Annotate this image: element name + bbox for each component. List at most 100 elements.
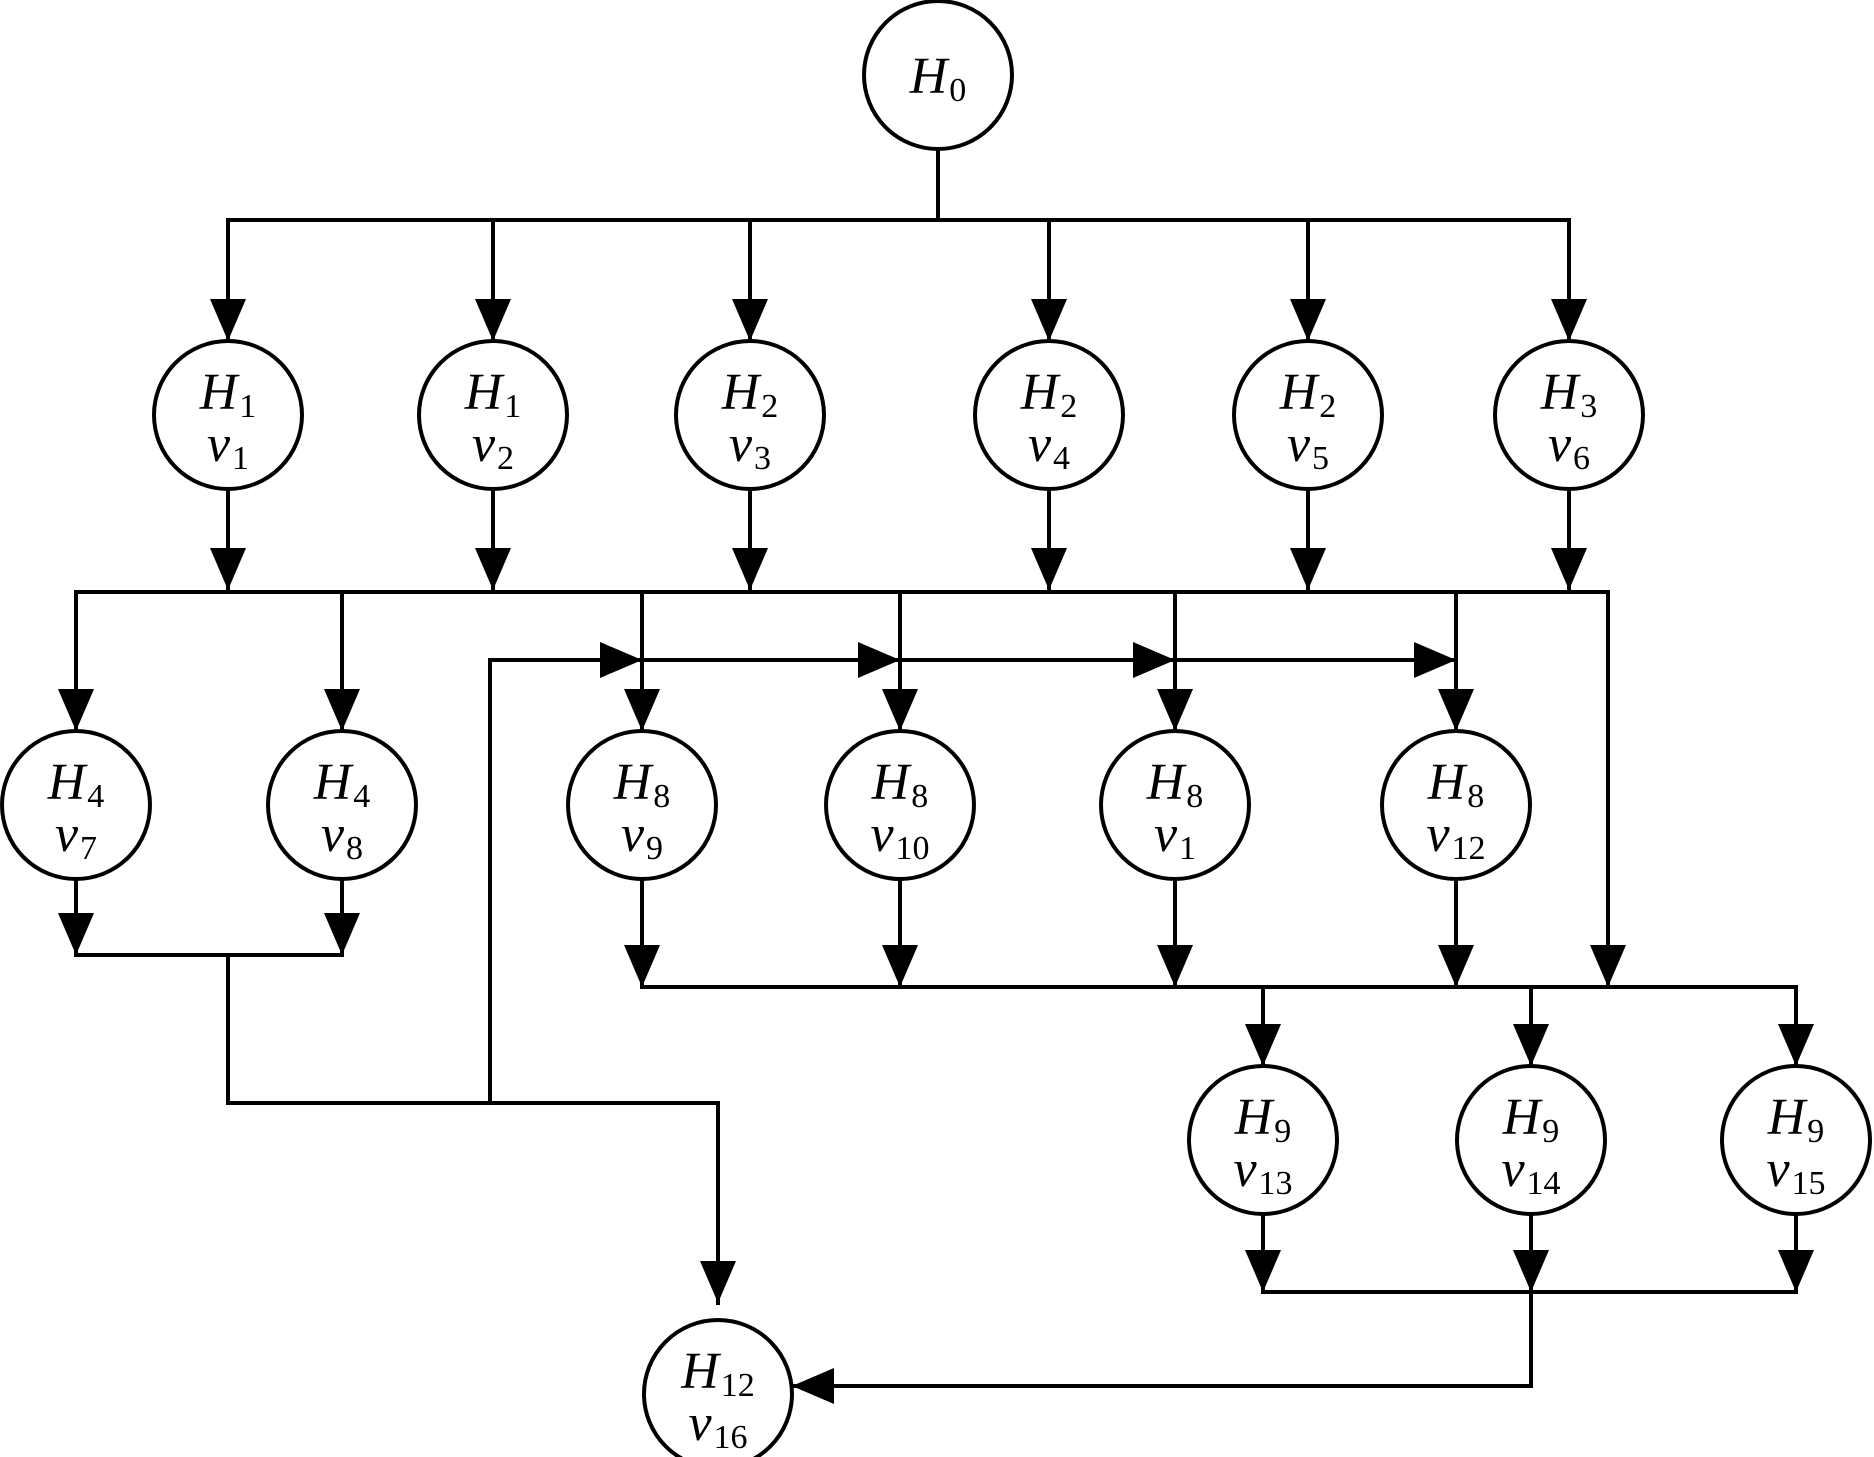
node-symbol: H <box>680 1343 721 1400</box>
node-label-bottom: v10 <box>870 806 929 867</box>
arrowhead-to-n7 <box>58 689 94 731</box>
node-label-top: H3 <box>1540 364 1598 425</box>
node-symbol: H <box>871 754 912 811</box>
arrowhead-from-n10 <box>882 945 918 987</box>
node-subscript: 12 <box>1452 830 1486 867</box>
node-label-top: H1 <box>199 364 257 425</box>
node-subscript: 13 <box>1259 1165 1293 1202</box>
node-symbol: v <box>870 806 894 863</box>
node-subscript: 4 <box>353 778 370 815</box>
arrowhead-to-n11 <box>1157 689 1193 731</box>
node-symbol: H <box>909 48 950 105</box>
h9-to-n16 <box>790 1290 1533 1388</box>
node-symbol: H <box>47 754 88 811</box>
arrowhead-from-n15 <box>1778 1250 1814 1292</box>
node-subscript: 2 <box>1060 388 1077 425</box>
arrowhead-to-n6 <box>1551 299 1587 341</box>
node-symbol: v <box>55 806 79 863</box>
node-subscript: 16 <box>714 1419 748 1456</box>
node-symbol: H <box>1020 364 1061 421</box>
arrowhead-to-n5 <box>1290 299 1326 341</box>
arrowhead-from-n13 <box>1245 1250 1281 1292</box>
node-symbol: H <box>721 364 762 421</box>
node-subscript: 10 <box>896 830 930 867</box>
node-symbol: H <box>313 754 354 811</box>
node-label-top: H2 <box>1279 364 1337 425</box>
node-subscript: 1 <box>232 440 249 477</box>
left-to-n16 <box>226 953 720 1305</box>
node-label-top: H1 <box>464 364 522 425</box>
node-label-bottom: v5 <box>1287 416 1329 477</box>
node-symbol: H <box>1146 754 1187 811</box>
node-symbol: H <box>199 364 240 421</box>
node-label-bottom: v6 <box>1548 416 1590 477</box>
arrowhead-to-n15 <box>1778 1024 1814 1066</box>
arrowhead-from-n12 <box>1438 945 1474 987</box>
node-symbol: v <box>621 806 645 863</box>
node-label-bottom: v13 <box>1233 1141 1292 1202</box>
node-subscript: 9 <box>1542 1113 1559 1150</box>
arrowhead-from-n2 <box>475 548 511 590</box>
arrowhead-to-n14 <box>1513 1024 1549 1066</box>
node-symbol: v <box>1233 1141 1257 1198</box>
arrowhead-to-n3 <box>732 299 768 341</box>
node-label-bottom: v9 <box>621 806 663 867</box>
node-subscript: 12 <box>721 1367 755 1404</box>
node-label-bottom: v15 <box>1766 1141 1825 1202</box>
feedback-chain <box>488 658 1458 1105</box>
arrowhead-to-n8 <box>324 689 360 731</box>
arrowhead-from-n6 <box>1551 548 1587 590</box>
node-subscript: 4 <box>87 778 104 815</box>
node-symbol: v <box>1287 416 1311 473</box>
node-label-top: H0 <box>909 48 967 109</box>
node-label-top: H9 <box>1767 1089 1825 1150</box>
node-subscript: 5 <box>1312 440 1329 477</box>
node-label-top: H8 <box>613 754 671 815</box>
node-symbol: v <box>321 806 345 863</box>
node-symbol: v <box>1028 416 1052 473</box>
node-label-bottom: v16 <box>688 1395 747 1456</box>
node-subscript: 3 <box>1580 388 1597 425</box>
node-subscript: 1 <box>239 388 256 425</box>
node-symbol: v <box>472 416 496 473</box>
node-label-top: H4 <box>313 754 371 815</box>
node-n0: H0 <box>862 0 1014 151</box>
node-label-bottom: v8 <box>321 806 363 867</box>
arrowhead-from-n1 <box>210 548 246 590</box>
node-circle <box>862 0 1014 151</box>
arrowhead-from-n8 <box>324 913 360 955</box>
node-circle <box>642 1318 794 1457</box>
arrowhead-from-n7 <box>58 913 94 955</box>
node-subscript: 8 <box>1467 778 1484 815</box>
node-subscript: 4 <box>1053 440 1070 477</box>
node-label-top: H8 <box>1146 754 1204 815</box>
node-subscript: 8 <box>1186 778 1203 815</box>
node-label-bottom: v14 <box>1501 1141 1560 1202</box>
node-label-bottom: v4 <box>1028 416 1070 477</box>
arrowhead-to-n16-side <box>792 1368 834 1404</box>
node-symbol: H <box>1427 754 1468 811</box>
arrowhead-to-n2 <box>475 299 511 341</box>
arrowhead-layer <box>58 299 1814 1404</box>
arrowhead-chain-4 <box>1414 642 1456 678</box>
node-symbol: H <box>613 754 654 811</box>
node-label-top: H2 <box>721 364 779 425</box>
node-symbol: H <box>1540 364 1581 421</box>
node-symbol: v <box>1426 806 1450 863</box>
arrowhead-from-n5 <box>1290 548 1326 590</box>
node-symbol: v <box>1154 806 1178 863</box>
node-label-bottom: v1 <box>1154 806 1196 867</box>
arrowhead-chain-3 <box>1133 642 1175 678</box>
node-subscript: 2 <box>497 440 514 477</box>
node-symbol: H <box>1279 364 1320 421</box>
